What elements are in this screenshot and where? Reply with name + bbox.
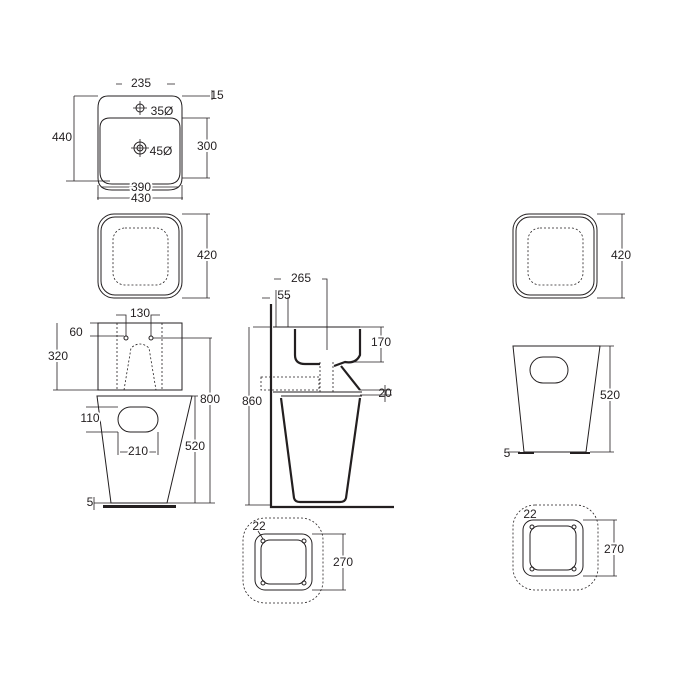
basin-bottom-view: 420	[97, 213, 219, 299]
dim-520: 520	[185, 439, 205, 453]
drain-hole-label: 45Ø	[150, 144, 173, 158]
tap-hole-icon	[133, 101, 147, 115]
dim-15: 15	[210, 88, 224, 102]
dim-20: 20	[378, 386, 392, 400]
dim-440: 440	[52, 130, 72, 144]
dim-860: 860	[242, 394, 262, 408]
right-column-views: 420 520 5 22 270	[504, 213, 633, 591]
dim-300: 300	[197, 139, 217, 153]
dim-235: 235	[131, 76, 151, 90]
dim-170: 170	[371, 335, 391, 349]
basin-top-view: 235 15 35Ø 45Ø 440 300 390 430	[52, 76, 224, 207]
front-elevation: 130 60 320 800 110 210 520 5	[46, 306, 222, 510]
dim-420-right: 420	[611, 248, 631, 262]
side-section: 265 55 170 20 860	[240, 271, 394, 509]
dim-800: 800	[200, 392, 220, 406]
dim-55: 55	[277, 288, 291, 302]
base-plan-center: 22 270	[242, 517, 355, 604]
dim-130: 130	[130, 306, 150, 320]
dim-110: 110	[80, 411, 99, 425]
dim-320: 320	[48, 349, 68, 363]
dim-270: 270	[333, 555, 353, 569]
dim-265: 265	[291, 271, 311, 285]
dim-22-right: 22	[523, 507, 537, 521]
dim-430: 430	[131, 191, 151, 205]
dim-520-right: 520	[600, 388, 620, 402]
dim-5: 5	[87, 495, 94, 509]
dim-270-right: 270	[604, 542, 624, 556]
dim-390: 390	[131, 180, 151, 194]
tap-hole-label: 35Ø	[151, 104, 174, 118]
dim-22: 22	[252, 519, 266, 533]
dim-420: 420	[197, 248, 217, 262]
dim-210: 210	[128, 444, 148, 458]
dim-60: 60	[69, 325, 83, 339]
drain-icon	[131, 139, 149, 157]
dim-5-right: 5	[504, 446, 511, 460]
